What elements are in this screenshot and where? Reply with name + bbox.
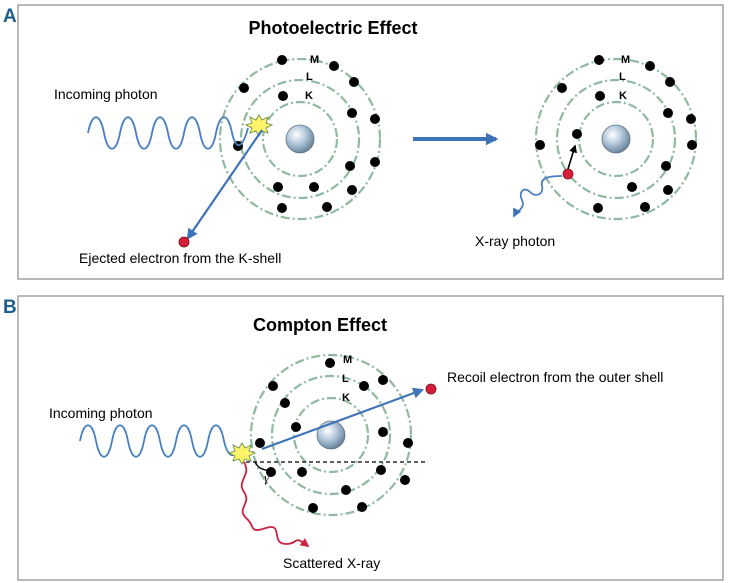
orbit-l-shell: [239, 78, 361, 200]
orbit-m-shell: [218, 57, 382, 221]
shell-label-m: M: [310, 54, 319, 66]
incoming-photon-wave-b: [79, 424, 241, 458]
ejection-arrow: [186, 129, 263, 240]
orbit-k-shell: [577, 100, 655, 178]
electrons: [233, 55, 380, 213]
atom-before-ejection: M L K: [218, 54, 382, 221]
orbit-m-shell: [534, 57, 698, 221]
orbit-k-shell: [261, 100, 339, 178]
scattered-xray-wave: [240, 461, 310, 548]
xray-photon-wave: [513, 175, 563, 218]
shell-label-l: L: [342, 373, 349, 385]
panel-a-title: Photoelectric Effect: [248, 18, 417, 38]
ejected-electron-label: Ejected electron from the K-shell: [79, 250, 281, 266]
orbit-m-shell: [249, 353, 413, 517]
nucleus: [601, 124, 631, 154]
panel-a-letter: A: [3, 6, 17, 27]
panel-b-frame: [17, 295, 724, 581]
shell-label-m: M: [621, 54, 630, 66]
atom-after-ejection: M L K: [534, 54, 698, 221]
shell-label-l: L: [306, 71, 313, 83]
incoming-photon-label-b: Incoming photon: [49, 405, 153, 421]
electron-transition-arrow: [567, 144, 577, 170]
recoil-arrow: [261, 387, 425, 451]
panel-b-title: Compton Effect: [253, 315, 387, 335]
electrons: [255, 358, 413, 513]
shell-label-k: K: [619, 90, 627, 102]
recoil-electron: [425, 383, 437, 395]
orbit-k-shell: [292, 396, 370, 474]
collision-burst-icon: [227, 442, 257, 465]
xray-photon-label: X-ray photon: [475, 233, 555, 249]
angle-arc: [254, 461, 271, 471]
vacancy-electron: [562, 168, 574, 180]
orbit-l-shell: [555, 78, 677, 200]
incoming-photon-label-a: Incoming photon: [54, 86, 158, 102]
panel-b-letter: B: [3, 297, 17, 318]
electrons: [535, 55, 697, 213]
orbit-l-shell: [270, 374, 392, 496]
shell-label-l: L: [619, 71, 626, 83]
scattered-xray-label: Scattered X-ray: [283, 555, 380, 571]
shell-label-k: K: [305, 90, 313, 102]
shell-label-m: M: [343, 354, 352, 366]
ejected-electron: [178, 236, 190, 248]
nucleus: [285, 124, 315, 154]
atom-compton: M L K: [249, 353, 413, 517]
angle-label: γ: [264, 470, 270, 485]
nucleus: [316, 420, 346, 450]
shell-label-k: K: [342, 392, 350, 404]
recoil-electron-label: Recoil electron from the outer shell: [447, 369, 663, 385]
incoming-photon-wave-a: [87, 116, 249, 150]
